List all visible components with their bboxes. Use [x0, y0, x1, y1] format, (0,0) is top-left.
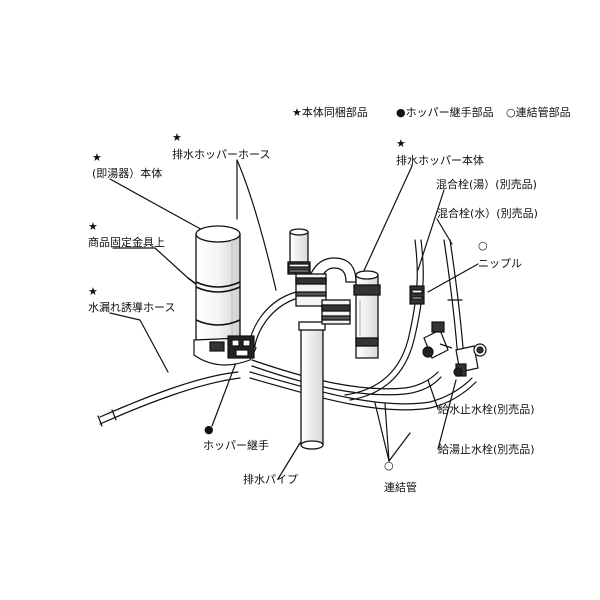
star-marker: ★: [88, 285, 98, 298]
label-water-stop-valve: 給水止水栓(別売品): [438, 403, 535, 416]
legend-main: ★本体同梱部品: [292, 106, 368, 119]
hot-stop-valve: [453, 343, 487, 377]
star-marker: ★: [88, 220, 98, 233]
label-product-bracket-upper: 商品固定金具上: [88, 236, 165, 249]
leader-connecting-pipe-3: [388, 432, 411, 462]
label-hopper-joint: ホッパー継手: [203, 439, 269, 452]
mixer-hot-line: [344, 239, 418, 396]
dot-marker: ●: [204, 423, 214, 436]
label-drain-pipe: 排水パイプ: [243, 473, 298, 486]
star-marker: ★: [172, 131, 182, 144]
leader-connecting-pipe-1: [384, 403, 390, 462]
leader-nipple: [427, 263, 479, 293]
circle-marker: ○: [384, 459, 394, 472]
heater-base-unit: [193, 335, 257, 366]
label-hot-stop-valve: 給湯止水栓(別売品): [438, 443, 535, 456]
label-mixer-water: 混合栓(水）(別売品): [437, 207, 538, 220]
star-marker: ★: [92, 151, 102, 164]
water-stop-valve: [422, 321, 453, 359]
leader-drain-hopper-body: [361, 165, 413, 276]
hopper-right-tube: [353, 270, 381, 359]
label-leak-guide-hose: 水漏れ誘導ホース: [88, 301, 176, 314]
label-drain-hopper-body: 排水ホッパー本体: [396, 154, 484, 167]
heater-body: [195, 225, 241, 347]
product-bracket-upper: [195, 281, 241, 288]
leak-guide-hose: [99, 371, 239, 418]
leader-heater-body: [109, 178, 207, 233]
label-drain-hopper-hose: 排水ホッパーホース: [172, 148, 271, 161]
star-marker: ★: [396, 137, 406, 150]
legend-connecting: ○連結管部品: [506, 106, 571, 119]
label-connecting-pipe: 連結管: [384, 481, 417, 494]
label-nipple: ニップル: [478, 257, 522, 270]
leader-drain-hopper-hose-2: [236, 159, 277, 291]
hopper-inlet-pipe: [287, 228, 311, 275]
leader-water-stop-valve: [427, 379, 439, 410]
connecting-pipe-lower: [249, 371, 473, 405]
drain-hopper-body: [295, 257, 357, 325]
leader-leak-guide-hose: [109, 312, 169, 373]
legend-hopper: ●ホッパー継手部品: [396, 106, 494, 119]
circle-marker: ○: [478, 239, 488, 252]
leader-connecting-pipe-2: [374, 402, 390, 462]
mixer-hot-fitting: [409, 285, 425, 305]
label-heater-body: (即湯器）本体: [92, 167, 163, 180]
leader-product-bracket: [112, 247, 189, 279]
leader-mixer-hot: [417, 189, 445, 271]
leader-hot-stop-valve: [437, 379, 457, 450]
leader-drain-pipe: [277, 442, 301, 480]
drain-pipe: [298, 321, 326, 450]
label-mixer-hot: 混合栓(湯）(別売品): [436, 178, 537, 191]
connecting-pipe-upper: [251, 359, 439, 390]
